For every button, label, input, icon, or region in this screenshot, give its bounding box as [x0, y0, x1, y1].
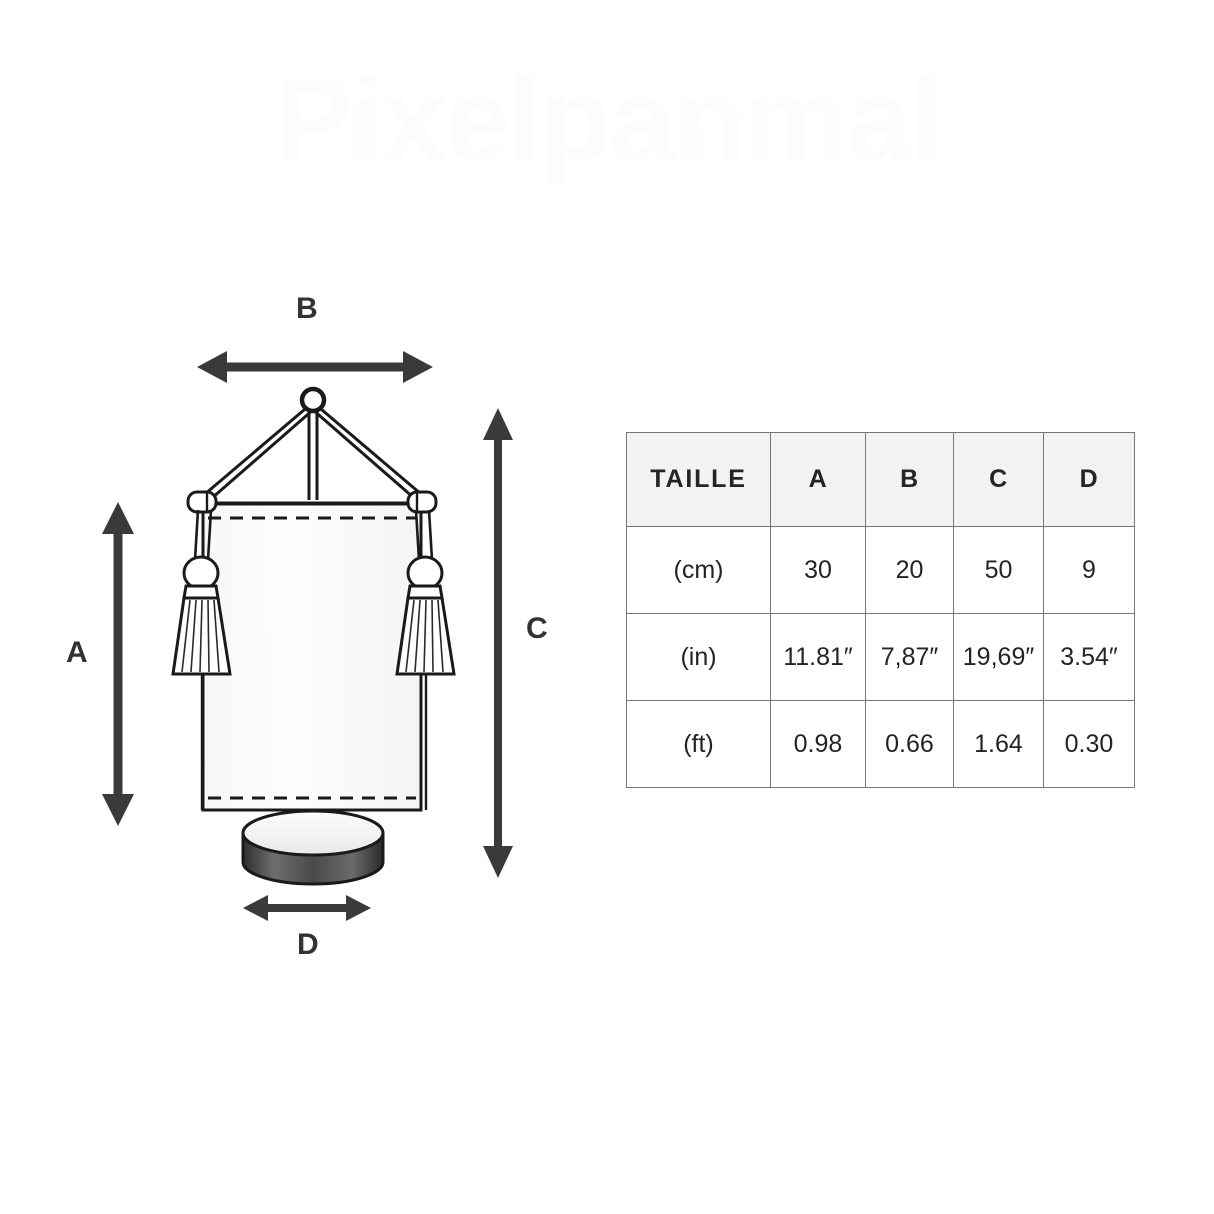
dimension-label-b: B: [296, 292, 319, 325]
tassel-right: [395, 490, 456, 810]
cell-ft-d: 0.30: [1043, 700, 1135, 788]
row-unit-ft: (ft): [626, 700, 771, 788]
cord-center: [307, 406, 319, 500]
dimension-arrow-c: [483, 408, 513, 878]
banner-cloth: [201, 502, 423, 812]
dimension-label-c: C: [526, 612, 549, 645]
stand-base: [241, 809, 385, 886]
table-row: (in) 11.81″ 7,87″ 19,69″ 3.54″: [626, 613, 1135, 701]
dimension-arrow-d: [243, 895, 371, 921]
cell-cm-c: 50: [953, 526, 1044, 614]
header-b: B: [865, 432, 954, 527]
dimension-arrow-a: [102, 502, 134, 826]
header-a: A: [770, 432, 866, 527]
row-unit-in: (in): [626, 613, 771, 701]
cell-cm-d: 9: [1043, 526, 1135, 614]
cell-cm-b: 20: [865, 526, 954, 614]
table-header-row: TAILLE A B C D: [626, 432, 1135, 527]
cell-in-d: 3.54″: [1043, 613, 1135, 701]
cell-in-c: 19,69″: [953, 613, 1044, 701]
watermark-text: Pixelpanmal: [273, 54, 943, 186]
cell-in-b: 7,87″: [865, 613, 954, 701]
table-row: (ft) 0.98 0.66 1.64 0.30: [626, 700, 1135, 788]
cell-ft-a: 0.98: [770, 700, 866, 788]
cord-right: [311, 402, 422, 500]
cell-ft-c: 1.64: [953, 700, 1044, 788]
dimension-arrow-b: [197, 351, 433, 383]
cell-in-a: 11.81″: [770, 613, 866, 701]
header-d: D: [1043, 432, 1135, 527]
dimension-label-a: A: [66, 636, 89, 669]
cord-left: [204, 402, 315, 500]
dimension-label-d: D: [297, 928, 320, 961]
tassel-left: [171, 490, 232, 810]
table-row: (cm) 30 20 50 9: [626, 526, 1135, 614]
banner-illustration: [40, 270, 600, 990]
size-chart-table: TAILLE A B C D (cm) 30 20 50 9 (in) 11.8…: [626, 432, 1135, 788]
row-unit-cm: (cm): [626, 526, 771, 614]
hanging-ring: [299, 386, 327, 414]
cell-ft-b: 0.66: [865, 700, 954, 788]
header-c: C: [953, 432, 1044, 527]
cell-cm-a: 30: [770, 526, 866, 614]
header-taille: TAILLE: [626, 432, 771, 527]
